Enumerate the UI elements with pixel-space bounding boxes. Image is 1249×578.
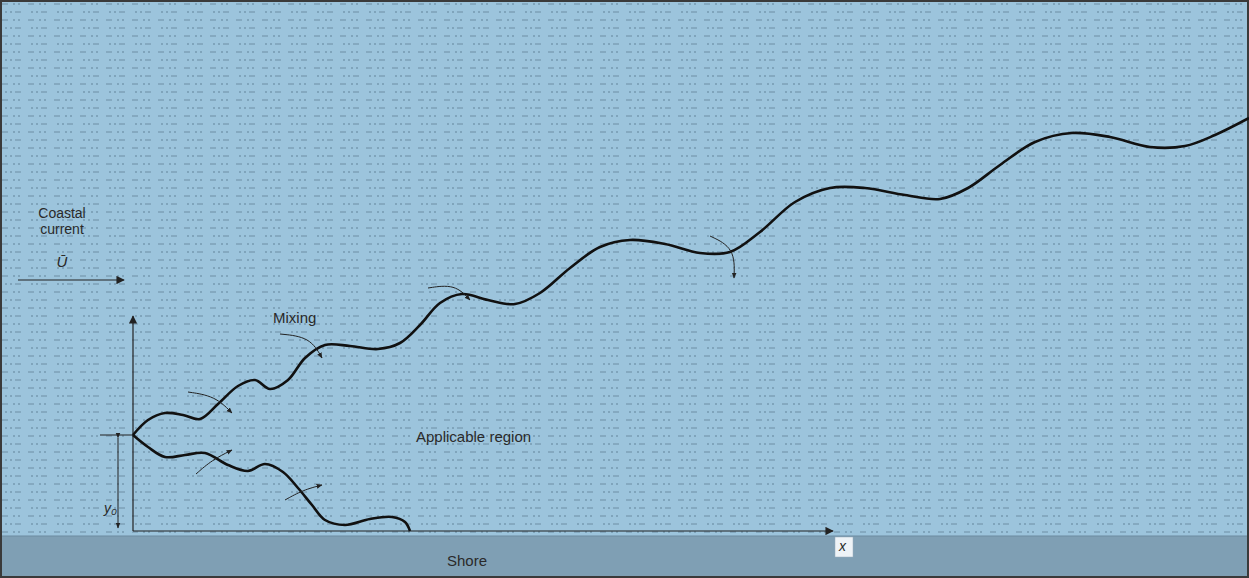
offset-dimension xyxy=(118,438,119,528)
offset-symbol: y₀ xyxy=(104,500,117,516)
plume-upper-edge xyxy=(133,118,1249,435)
mixing-arrow xyxy=(285,485,322,500)
shore-label: Shore xyxy=(447,552,487,569)
mixing-arrow xyxy=(188,392,232,413)
plume-lower-edge xyxy=(133,435,410,531)
velocity-symbol: Ū xyxy=(57,253,68,270)
mixing-arrow xyxy=(710,236,734,278)
axis-label: x xyxy=(839,538,846,554)
current-label: Coastal current xyxy=(22,205,102,237)
y-axis xyxy=(132,316,133,531)
source-tick xyxy=(100,434,133,435)
mixing-arrow xyxy=(428,286,470,300)
mixing-label: Mixing xyxy=(273,309,316,326)
x-axis xyxy=(133,530,833,531)
shore-band xyxy=(0,536,1249,578)
mixing-arrow xyxy=(280,334,322,358)
water xyxy=(0,0,1249,540)
region-label: Applicable region xyxy=(416,428,531,445)
axis-label-patch xyxy=(835,537,853,557)
current-arrow xyxy=(18,279,124,280)
mixing-arrow xyxy=(196,450,232,474)
